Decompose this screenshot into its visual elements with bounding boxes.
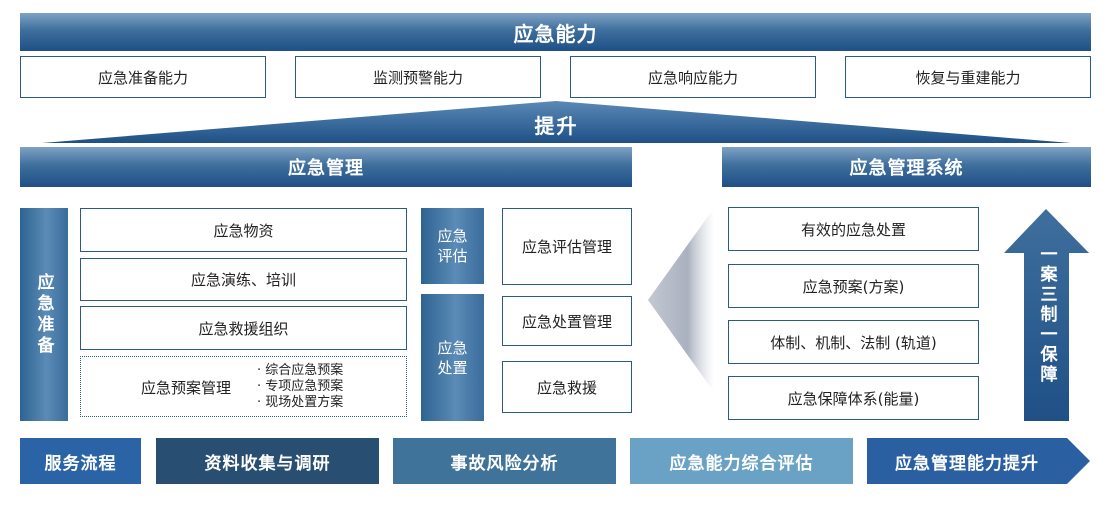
plan-management-label: 应急预案管理 xyxy=(141,379,232,397)
system-title: 应急管理系统 xyxy=(849,158,964,179)
capability-title-bar: 应急能力 xyxy=(20,13,1091,51)
system-item-support: 应急保障体系(能量) xyxy=(728,376,979,420)
upgrade-triangle xyxy=(42,101,1071,143)
rescue-box: 应急救援 xyxy=(502,361,632,413)
plan-management-box: 应急预案管理 综合应急预案 专项应急预案 现场处置方案 xyxy=(80,356,407,417)
up-arrow-label: 一案三制一保障 xyxy=(1036,245,1057,385)
eval-management-box: 应急评估管理 xyxy=(502,208,632,285)
prep-label-bar: 应急准备 xyxy=(20,208,68,421)
system-item-plan: 应急预案(方案) xyxy=(728,264,979,308)
management-title: 应急管理 xyxy=(288,158,364,179)
up-arrow-icon xyxy=(1004,209,1089,421)
upgrade-label: 提升 xyxy=(534,114,579,138)
plan-subitem: 专项应急预案 xyxy=(257,379,343,395)
prep-item-rescue-org: 应急救援组织 xyxy=(80,306,407,350)
process-step-data-collection: 资料收集与调研 xyxy=(156,438,379,484)
capability-box-monitoring: 监测预警能力 xyxy=(295,56,541,98)
prep-item-materials: 应急物资 xyxy=(80,208,407,252)
capability-box-recovery: 恢复与重建能力 xyxy=(845,56,1091,98)
management-title-bar: 应急管理 xyxy=(20,147,632,187)
capability-title: 应急能力 xyxy=(513,21,598,46)
eval-label: 应急 评估 xyxy=(437,227,468,265)
capability-box-response: 应急响应能力 xyxy=(570,56,816,98)
prep-label: 应急准备 xyxy=(33,272,54,357)
process-step-capability-upgrade: 应急管理能力提升 xyxy=(895,453,1039,474)
handle-label: 应急 处置 xyxy=(437,338,468,377)
capability-box-preparation: 应急准备能力 xyxy=(20,56,266,98)
system-item-effective-handling: 有效的应急处置 xyxy=(728,207,979,251)
process-step-arrow-shape xyxy=(867,438,1090,484)
system-item-institutions: 体制、机制、法制 (轨道) xyxy=(728,320,979,364)
handle-label-bar: 应急 处置 xyxy=(421,294,484,421)
process-step-service-flow: 服务流程 xyxy=(20,438,141,484)
plan-subitem: 综合应急预案 xyxy=(257,363,343,379)
prep-item-drill-training: 应急演练、培训 xyxy=(80,258,407,301)
process-step-capability-assessment: 应急能力综合评估 xyxy=(630,438,853,484)
handle-management-box: 应急处置管理 xyxy=(502,296,632,346)
system-title-bar: 应急管理系统 xyxy=(722,147,1091,187)
eval-label-bar: 应急 评估 xyxy=(421,208,484,284)
plan-subitem: 现场处置方案 xyxy=(257,395,343,411)
plan-subitems: 综合应急预案 专项应急预案 现场处置方案 xyxy=(257,363,343,411)
process-step-risk-analysis: 事故风险分析 xyxy=(393,438,616,484)
connector-wedge xyxy=(648,208,714,392)
